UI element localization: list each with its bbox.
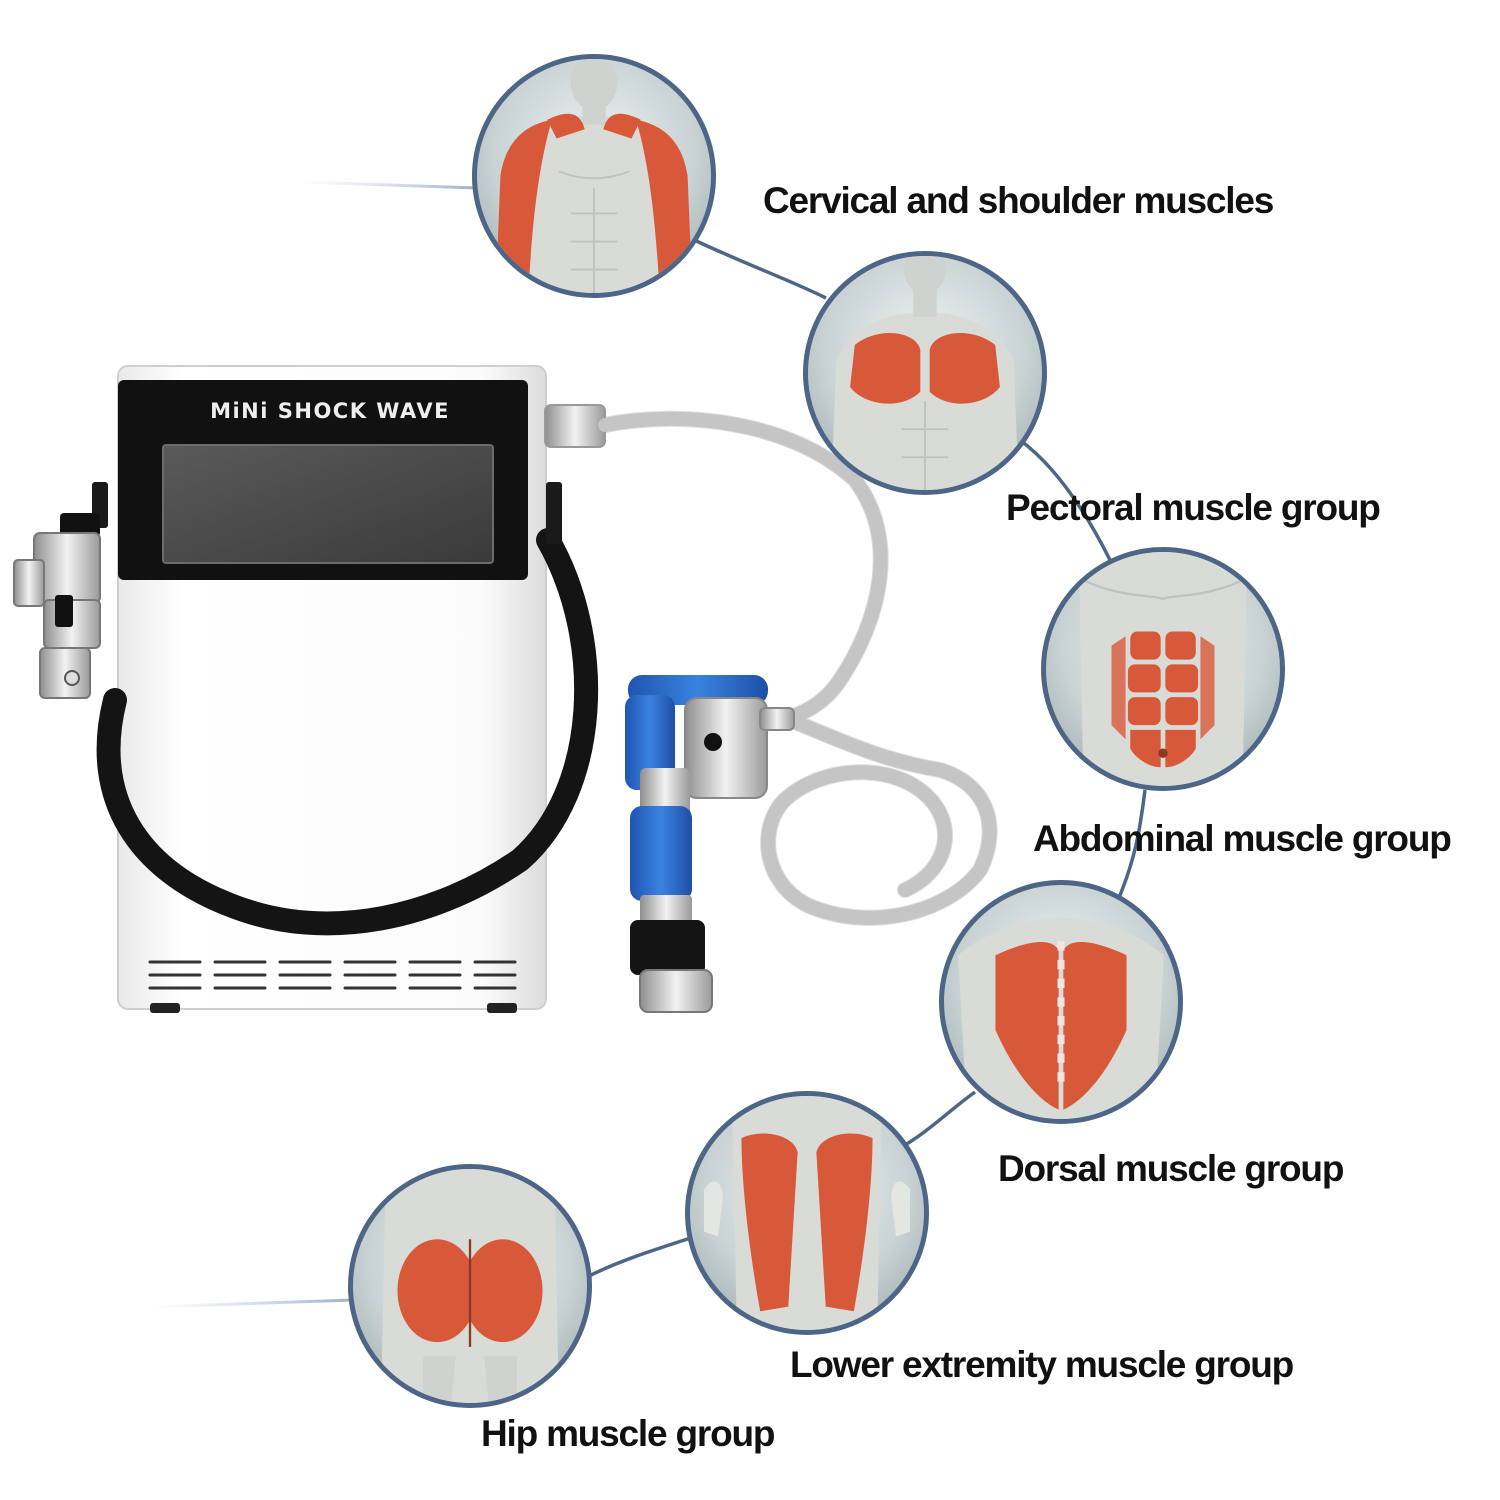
abdominal-illustration xyxy=(1073,552,1253,786)
pectoral-illustration xyxy=(831,256,1019,490)
circle-pectoral xyxy=(803,251,1047,495)
touch-screen[interactable] xyxy=(162,444,494,564)
label-dorsal: Dorsal muscle group xyxy=(998,1148,1344,1189)
circle-hip xyxy=(348,1164,592,1408)
fade-line-top xyxy=(299,180,479,190)
vent-slots xyxy=(148,960,517,990)
strap-buckle-right xyxy=(546,482,562,544)
label-lower-extremity: Lower extremity muscle group xyxy=(790,1344,1294,1385)
circle-lower-extremity xyxy=(685,1091,929,1335)
curve-connector xyxy=(584,236,1147,1280)
cable-connector xyxy=(544,404,606,448)
label-abdominal: Abdominal muscle group xyxy=(1033,818,1452,859)
circle-cervical-shoulder xyxy=(472,54,716,298)
thigh-illustration xyxy=(704,1096,910,1330)
dorsal-illustration xyxy=(958,917,1164,1119)
label-hip: Hip muscle group xyxy=(481,1413,775,1454)
fade-line-bottom xyxy=(149,1298,353,1309)
air-regulator xyxy=(13,513,101,699)
handpiece xyxy=(625,675,795,1013)
circle-dorsal xyxy=(939,880,1183,1124)
device-brand-text: MiNi SHOCK WAVE xyxy=(210,399,450,423)
circle-abdominal xyxy=(1041,547,1285,791)
device-foot-right xyxy=(487,1003,517,1013)
label-pectoral: Pectoral muscle group xyxy=(1006,487,1381,528)
carry-strap xyxy=(96,528,599,936)
torso-shoulder-illustration xyxy=(495,59,693,293)
device-foot-left xyxy=(150,1003,180,1013)
hip-illustration xyxy=(381,1169,559,1403)
cable xyxy=(598,411,997,925)
label-cervical-shoulder: Cervical and shoulder muscles xyxy=(763,180,1274,221)
